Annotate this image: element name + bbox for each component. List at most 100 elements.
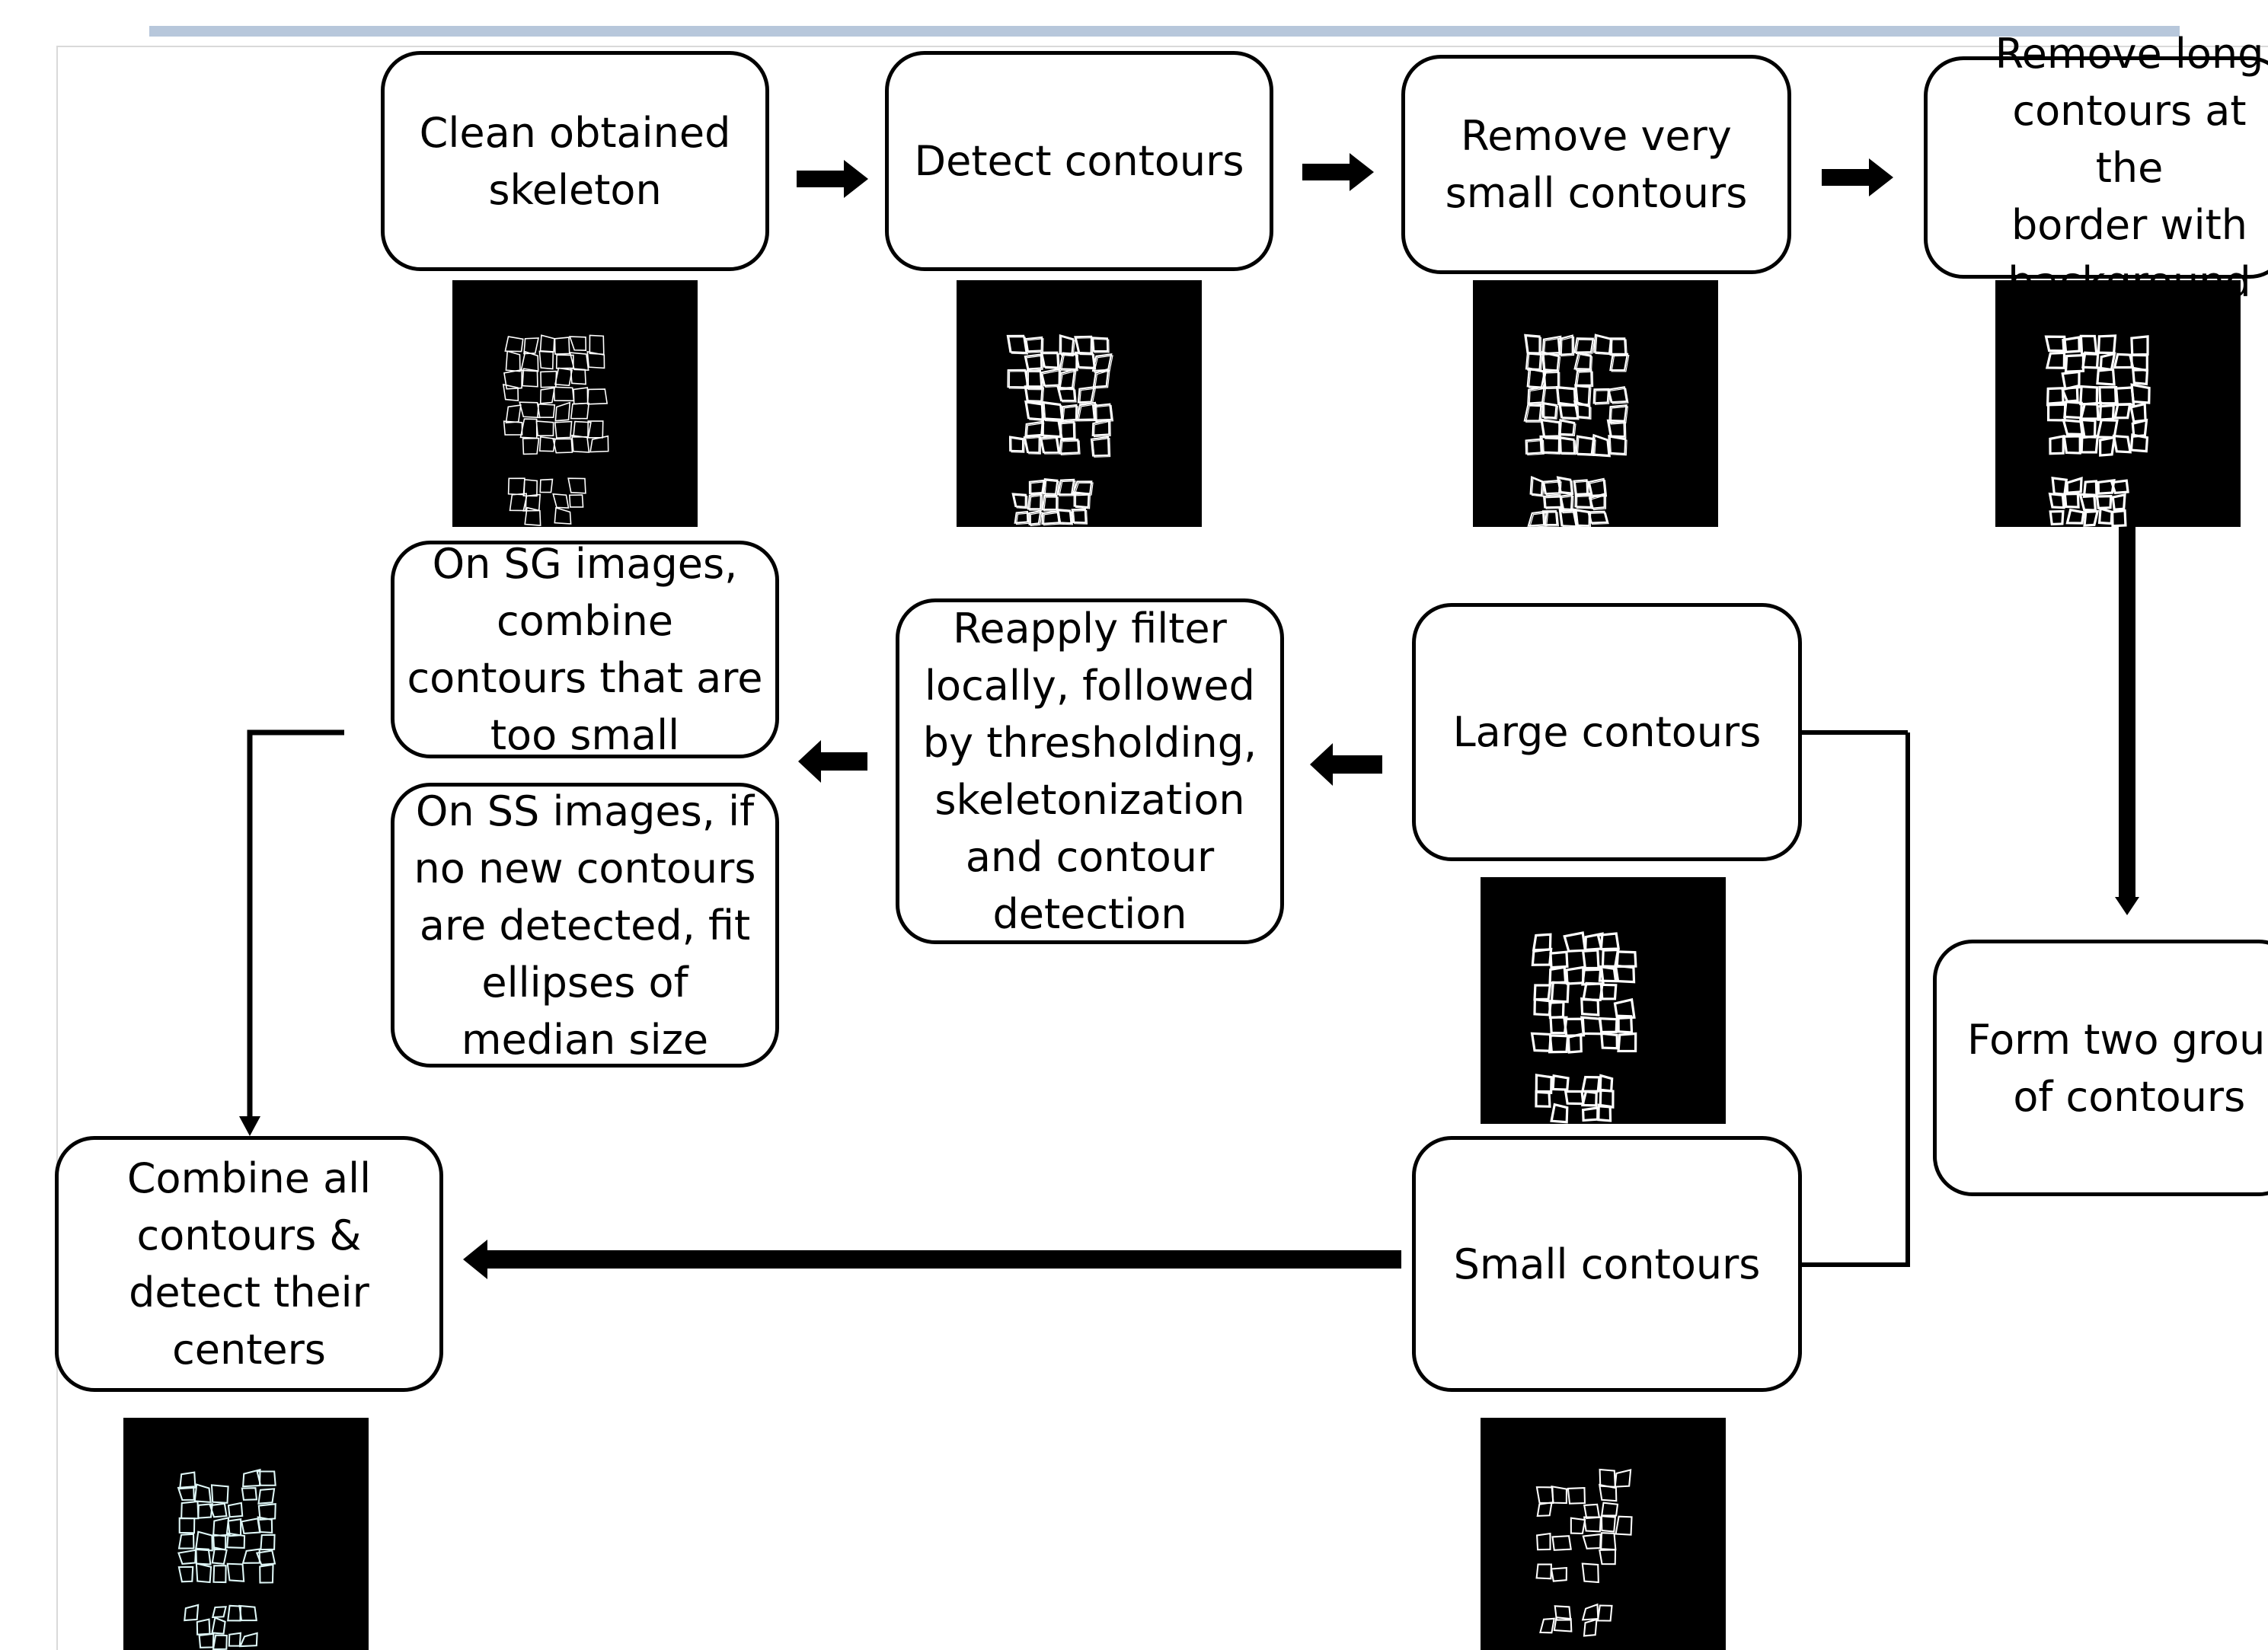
contour-cell <box>211 1606 227 1619</box>
contour-cell <box>1060 353 1078 372</box>
contour-cell <box>1581 1562 1599 1584</box>
contour-cell <box>1531 947 1553 966</box>
contour-cell <box>1059 480 1076 496</box>
contour-cell <box>539 334 555 353</box>
contour-cell <box>554 506 572 525</box>
contour-cell <box>1609 436 1628 456</box>
contour-cell <box>523 337 539 355</box>
connector-sg-to-combine <box>239 729 344 1136</box>
contour-cell <box>1094 369 1110 389</box>
contour-cell <box>1599 983 1618 1001</box>
contour-cell <box>1587 510 1608 524</box>
contour-cell <box>1599 1074 1614 1093</box>
contour-cell <box>505 404 522 424</box>
contour-cell <box>1535 1563 1552 1580</box>
contour-cell <box>1608 435 1627 455</box>
contour-cell <box>1594 390 1611 405</box>
contour-cell <box>1599 1088 1615 1109</box>
contour-cell <box>1544 512 1560 527</box>
contour-cell <box>1060 440 1081 455</box>
contour-cell <box>1024 353 1043 370</box>
contour-cell <box>568 494 584 508</box>
contour-cell <box>2049 509 2065 526</box>
contour-cell <box>194 1530 213 1552</box>
contour-cell <box>257 1503 276 1521</box>
contour-cell <box>1575 339 1596 355</box>
contour-cell <box>1589 480 1608 498</box>
contour-cell <box>1541 436 1561 455</box>
header-bar <box>149 26 2180 37</box>
contour-cell <box>1614 1469 1632 1488</box>
contour-cell <box>2131 366 2149 386</box>
contour-cell <box>1058 388 1077 403</box>
contour-cell <box>554 367 573 387</box>
contour-cell <box>536 403 556 418</box>
contour-cell <box>257 1488 276 1505</box>
contour-cell <box>1023 435 1040 454</box>
contour-cell <box>1060 404 1078 422</box>
contour-cell <box>554 401 571 422</box>
large-contours-thumbnail <box>1481 877 1726 1124</box>
contour-cell <box>1535 1074 1553 1095</box>
contour-cell <box>586 350 605 369</box>
contour-cell <box>519 418 538 439</box>
step-remove-long-contours: Remove long contours at the border with … <box>1924 30 2268 306</box>
contour-cell <box>505 350 521 372</box>
contour-cell <box>2062 435 2081 455</box>
contour-cell <box>1557 334 1573 356</box>
contour-cell <box>1541 351 1560 372</box>
contour-cell <box>1006 334 1027 354</box>
contour-cell <box>1093 338 1110 353</box>
step-small-contours: Small contours <box>1412 1136 1802 1392</box>
contour-cell <box>211 1616 226 1635</box>
contour-cell <box>1599 1016 1618 1034</box>
contour-cell <box>586 388 609 405</box>
contour-cell <box>1557 419 1576 436</box>
contour-cell <box>1536 1502 1553 1518</box>
step-clean-skeleton: Clean obtained skeleton <box>381 51 769 271</box>
contour-cell <box>1617 1014 1634 1034</box>
contour-cell <box>522 437 540 455</box>
arrow-remove-long-to-form-groups <box>2115 527 2139 915</box>
contour-cell <box>1011 493 1027 508</box>
contour-cell <box>1582 1533 1602 1549</box>
arrow-reapply-to-sg <box>798 740 867 783</box>
contour-cell <box>1028 509 1042 525</box>
step-combine-all: Combine all contours & detect their cent… <box>55 1136 443 1392</box>
contour-cell <box>1557 401 1579 420</box>
contour-cell <box>241 1487 258 1501</box>
contour-cell <box>1526 439 1544 456</box>
contour-cell <box>1092 368 1110 388</box>
contour-cell <box>1026 422 1045 438</box>
contour-cell <box>1073 482 1094 496</box>
contour-cell <box>1541 510 1558 526</box>
contour-cell <box>1013 494 1028 509</box>
contour-cell <box>2095 495 2113 509</box>
contour-cell <box>553 386 575 402</box>
contour-cell <box>178 1517 196 1534</box>
step-large-contours: Large contours <box>1412 603 1802 861</box>
contour-cell <box>1039 436 1060 454</box>
contour-cell <box>504 336 524 353</box>
contour-cell <box>1541 479 1561 495</box>
contour-cell <box>1551 1535 1572 1551</box>
contour-cell <box>227 1502 244 1518</box>
contour-cell <box>1563 1017 1586 1037</box>
contour-cell <box>1024 436 1042 455</box>
contour-cell <box>2045 351 2066 369</box>
contour-cell <box>2078 493 2097 512</box>
contour-cell <box>1057 368 1076 390</box>
contour-cell <box>2113 386 2135 407</box>
contour-cell <box>1596 1604 1613 1622</box>
contour-cell <box>2113 403 2132 420</box>
contour-cell <box>180 1500 200 1520</box>
contour-cell <box>211 1546 228 1565</box>
arrow-small-to-combine <box>463 1240 1401 1279</box>
contour-cell <box>1558 436 1576 455</box>
contour-cell <box>210 1484 229 1504</box>
contour-cell <box>552 438 573 454</box>
contour-cell <box>519 401 541 419</box>
contour-cell <box>539 387 556 404</box>
contour-cell <box>2083 509 2100 527</box>
